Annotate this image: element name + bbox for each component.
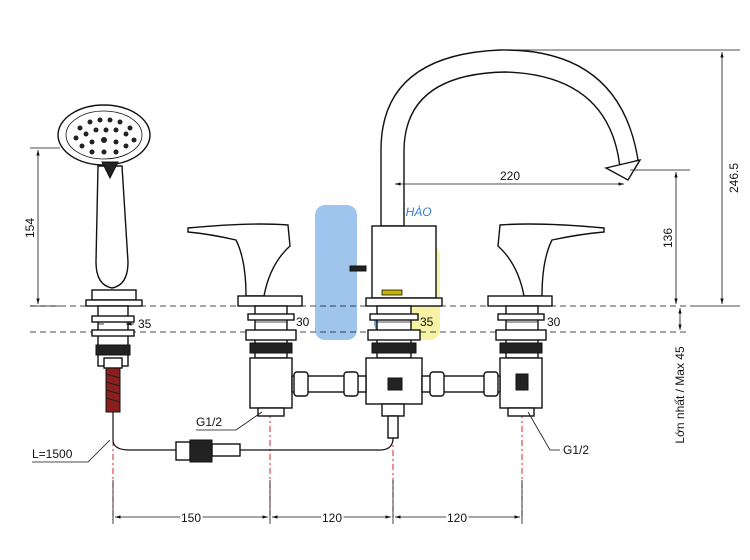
dim-handshower-height: 154 bbox=[23, 218, 37, 238]
right-valve-body bbox=[495, 305, 547, 417]
spout-body bbox=[365, 305, 423, 439]
dim-spout-reach: 220 bbox=[500, 169, 520, 183]
left-valve-handle bbox=[187, 223, 303, 307]
label-hose-length: L=1500 bbox=[32, 447, 73, 461]
dim-spout-height: 246.5 bbox=[727, 163, 741, 193]
dim-max-deck: Lớn nhất / Max 45 bbox=[673, 346, 687, 444]
label-thread-left: G1/2 bbox=[196, 415, 222, 429]
dim-spacing-right: 120 bbox=[447, 511, 467, 525]
dim-hole-35-left: 35 bbox=[138, 317, 152, 331]
hand-shower-mount bbox=[91, 305, 135, 413]
dim-spacing-left: 150 bbox=[181, 511, 201, 525]
dim-body-height: 136 bbox=[661, 228, 675, 248]
hand-shower bbox=[57, 104, 151, 307]
dim-hole-35-center: 35 bbox=[420, 315, 434, 329]
connecting-pipes bbox=[291, 371, 529, 397]
left-valve-body bbox=[245, 305, 297, 417]
label-thread-right: G1/2 bbox=[563, 443, 589, 457]
spout bbox=[349, 49, 642, 307]
right-valve-handle bbox=[487, 223, 605, 307]
dim-hole-30-right: 30 bbox=[547, 315, 561, 329]
hose bbox=[112, 412, 394, 463]
dim-hole-30-left: 30 bbox=[296, 315, 310, 329]
dim-spacing-center: 120 bbox=[322, 511, 342, 525]
